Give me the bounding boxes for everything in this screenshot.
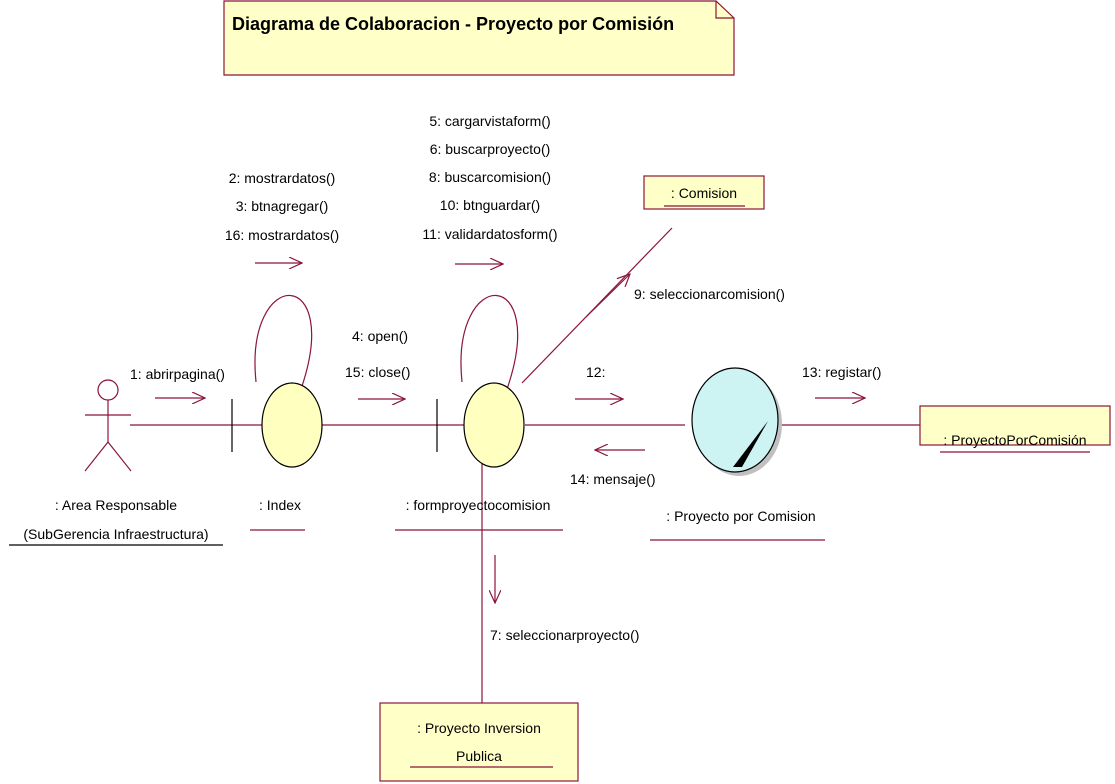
msg-label-2: 2: mostrardatos() <box>229 170 336 186</box>
index-boundary-object <box>231 382 323 468</box>
msg-label-8: 8: buscarcomision() <box>429 169 551 185</box>
msg-label-1: 1: abrirpagina() <box>130 366 225 382</box>
title-note: Diagrama de Colaboracion - Proyecto por … <box>223 0 735 76</box>
index-name: : Index <box>259 497 301 513</box>
comision-name: : Comision <box>671 185 737 201</box>
proyecto-inversion-name-line1: : Proyecto Inversion <box>417 720 541 736</box>
msg-label-7: 7: seleccionarproyecto() <box>490 627 639 643</box>
msg-label-9: 9: seleccionarcomision() <box>634 286 785 302</box>
msg-arrow-9 <box>585 274 630 318</box>
msg-label-16: 16: mostrardatos() <box>225 227 339 243</box>
comision-box <box>643 175 765 210</box>
diagram-title: Diagrama de Colaboracion - Proyecto por … <box>232 14 674 34</box>
proyecto-por-comision-entity-object <box>691 367 782 476</box>
msg-label-13: 13: registar() <box>802 364 881 380</box>
msg-label-12: 12: <box>586 364 605 380</box>
actor-name-line2: (SubGerencia Infraestructura) <box>23 526 208 542</box>
msg-label-11: 11: validardatosform() <box>422 226 557 242</box>
formproyectocomision-boundary-object <box>436 382 525 468</box>
msg-label-6: 6: buscarproyecto() <box>430 141 551 157</box>
actor-area-responsable <box>84 379 132 472</box>
msg-label-3: 3: btnagregar() <box>236 198 329 214</box>
msg-label-10: 10: btnguardar() <box>440 197 540 213</box>
proyecto-inversion-name-line2: Publica <box>456 748 502 764</box>
msg-label-5: 5: cargarvistaform() <box>429 113 550 129</box>
self-link-index <box>254 294 313 393</box>
actor-name-line1: : Area Responsable <box>55 497 177 513</box>
proyectoporcomision-box <box>919 405 1111 446</box>
entity-name: : Proyecto por Comision <box>666 508 815 524</box>
form-name: : formproyectocomision <box>406 497 551 513</box>
self-link-form <box>460 294 519 393</box>
proyectoporcomision-name: : ProyectoPorComisión <box>943 432 1086 448</box>
msg-label-14: 14: mensaje() <box>570 471 656 487</box>
msg-label-15: 15: close() <box>345 364 410 380</box>
proyecto-inversion-box <box>379 702 579 782</box>
msg-label-4: 4: open() <box>352 328 408 344</box>
